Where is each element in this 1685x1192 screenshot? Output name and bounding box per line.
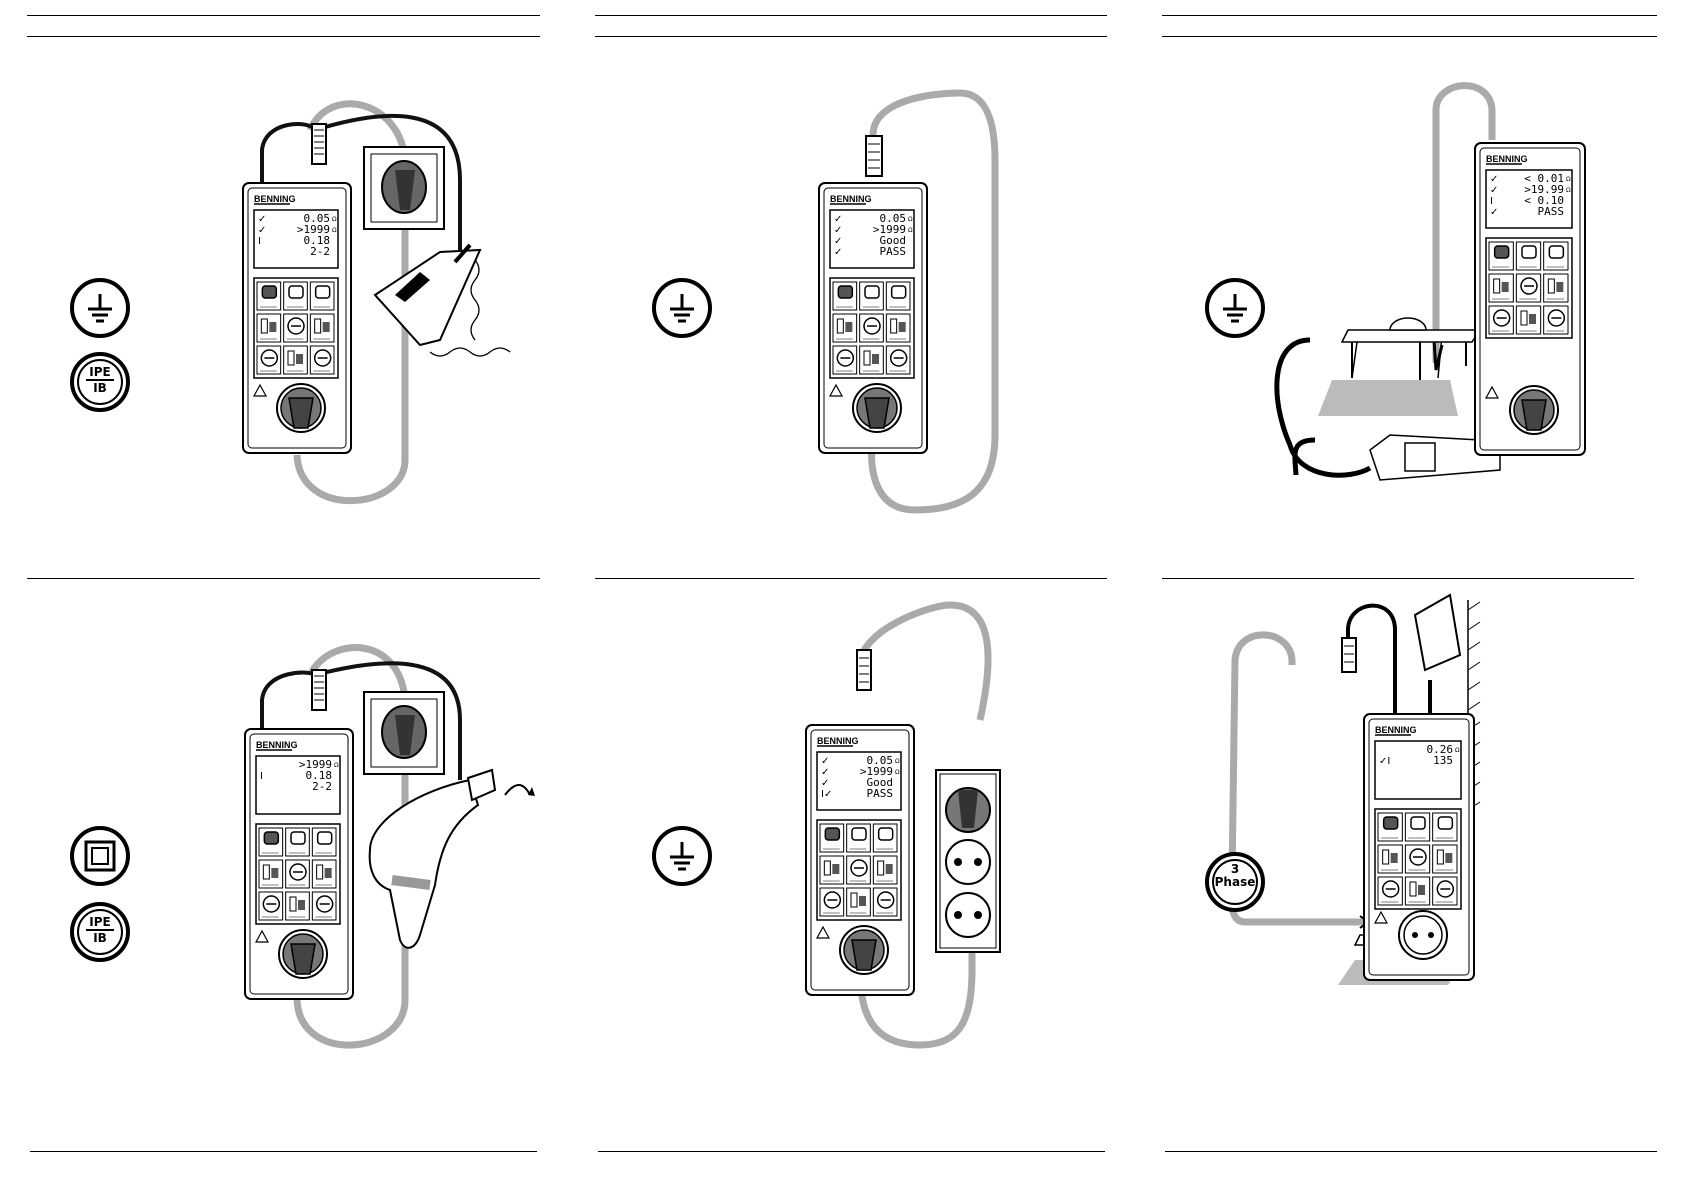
lcd-mark: ✓ [821,778,829,789]
function-key[interactable] [310,314,334,342]
function-key[interactable] [1378,845,1402,873]
ipe-ib-symbol-icon: IPEIB [70,352,130,412]
brand-label: BENNING [1375,725,1417,735]
earth-glyph [1209,282,1261,334]
tester-device: BENNING✓0.05Ω✓>1999Ω✓Good✓PASS [818,182,928,454]
lcd-unit: Ω [895,758,900,765]
lcd-unit: Ω [908,216,913,223]
lcd-unit: Ω [1566,176,1571,183]
function-key[interactable] [886,314,910,342]
lcd-mark: ✓ [834,247,842,258]
function-key[interactable] [820,856,844,884]
lcd-unit: Ω [334,762,339,769]
function-key[interactable] [860,346,884,374]
lcd-value: PASS [880,245,907,258]
lcd-unit: Ω [1566,187,1571,194]
lcd-value: 135 [1433,754,1453,767]
lcd-mark: I [258,236,261,247]
function-key[interactable] [1433,845,1457,873]
function-key[interactable] [1544,274,1568,302]
earth-glyph [74,282,126,334]
three-phase-label: Phase [1209,876,1261,889]
function-key[interactable] [286,892,310,920]
lcd-mark: I [260,771,263,782]
lcd-unit: Ω [332,216,337,223]
top-rule-col2-b [595,36,1107,37]
lcd-mark: ✓ [258,214,266,225]
earth-glyph [656,830,708,882]
brand-label: BENNING [817,736,859,746]
function-key[interactable] [833,314,857,342]
top-rule-col3-a [1162,15,1657,16]
function-key[interactable] [257,314,281,342]
lcd-mark: ✓ [821,756,829,767]
lcd-mark: I✓ [821,789,832,800]
lcd-mark: ✓ [1490,207,1498,218]
lcd-unit: Ω [332,227,337,234]
function-key[interactable] [873,856,897,884]
lcd-unit: Ω [908,227,913,234]
ipe-numerator: IPE [86,916,114,931]
function-key[interactable] [1405,877,1429,905]
lcd-mark: ✓ [258,225,266,236]
brand-label: BENNING [830,194,872,204]
protection-class-2-icon [70,826,130,886]
lcd-mark: ✓I [1379,756,1390,767]
function-key[interactable] [1516,306,1540,334]
lcd-value: 2-2 [310,245,330,258]
top-rule-col3-b [1162,36,1657,37]
tester-device: BENNING>1999ΩI0.182-2 [244,728,354,1000]
earth-symbol-icon [1205,278,1265,338]
lcd-mark: ✓ [834,214,842,225]
earth-symbol-icon [652,278,712,338]
lcd-mark: ✓ [821,767,829,778]
function-key[interactable] [847,888,871,916]
ipe-denominator: IB [86,932,114,945]
earth-symbol-icon [70,278,130,338]
brand-label: BENNING [254,194,296,204]
lcd-mark: ✓ [1490,174,1498,185]
double-square-glyph [74,830,126,882]
ipe-numerator: IPE [86,366,114,381]
panel-3-drawing [1120,40,1680,600]
ipe-denominator: IB [86,382,114,395]
lcd-mark: ✓ [834,236,842,247]
brand-label: BENNING [256,740,298,750]
lcd-mark: ✓ [1490,185,1498,196]
lcd-mark: ✓ [834,225,842,236]
earth-glyph [656,282,708,334]
lcd-unit: Ω [895,769,900,776]
top-rule-col1-b [27,36,540,37]
lcd-value: PASS [867,787,894,800]
function-key[interactable] [312,860,336,888]
top-rule-col1-a [27,15,540,16]
function-key[interactable] [259,860,283,888]
lcd-mark: I [1490,196,1493,207]
lcd-value: 2-2 [312,780,332,793]
tester-device: BENNING✓< 0.01Ω✓>19.99ΩI< 0.10✓PASS [1474,142,1586,456]
function-key[interactable] [1489,274,1513,302]
panel-3-table-test [1120,40,1680,600]
lcd-value: PASS [1538,205,1565,218]
earth-symbol-icon [652,826,712,886]
top-rule-col2-a [595,15,1107,16]
function-key[interactable] [284,346,308,374]
lcd-unit: Ω [1455,747,1460,754]
brand-label: BENNING [1486,154,1528,164]
